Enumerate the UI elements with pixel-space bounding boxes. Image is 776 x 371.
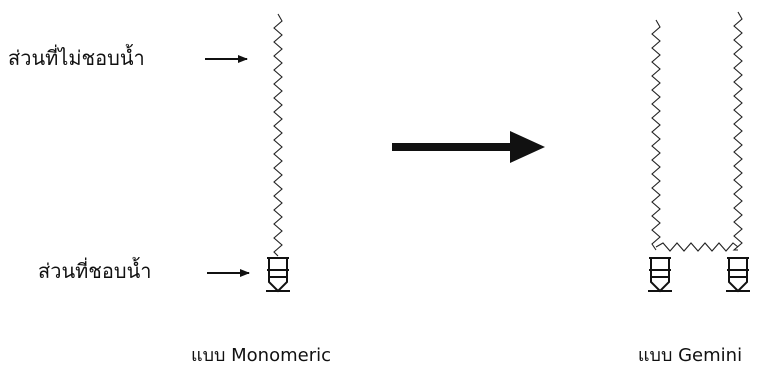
bold-right-arrow-icon [392, 131, 545, 163]
hydrophobic-tail [273, 13, 283, 257]
gemini-surfactant [647, 11, 751, 292]
polar-head-icon [265, 257, 291, 292]
hydrophilic-label: ส่วนที่ชอบน้ำ [38, 257, 151, 283]
monomeric-surfactant [265, 13, 291, 292]
hydrophobic-tail [732, 11, 743, 251]
gemini-caption: แบบ Gemini [638, 345, 742, 366]
polar-head-icon [725, 257, 751, 292]
monomeric-caption: แบบ Monomeric [191, 345, 331, 366]
spacer-chain [655, 242, 739, 252]
hydrophobic-label: ส่วนที่ไม่ชอบน้ำ [8, 44, 145, 70]
hydrophobic-tail [651, 19, 661, 251]
polar-head-icon [647, 257, 673, 292]
